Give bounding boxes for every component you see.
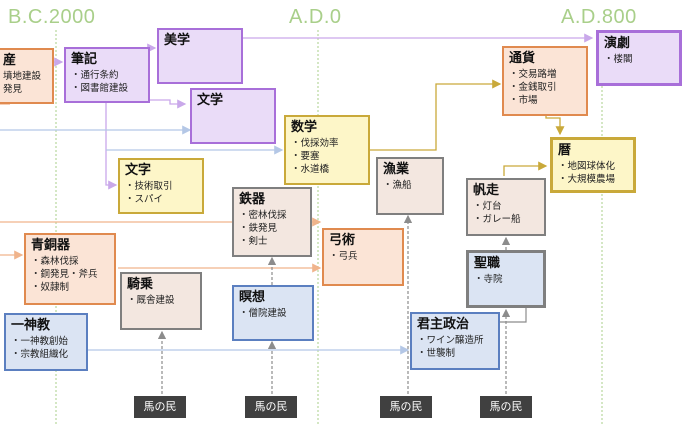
node-moji[interactable]: 文字 ・技術取引 ・スパイ [118,158,204,214]
node-item: ・一神教創始 [11,336,69,347]
node-item: ・市場 [509,95,538,106]
node-item: ・通行条約 [71,70,119,81]
node-title: 君主政治 [417,317,470,332]
tag-umanotami-2[interactable]: 馬の民 [245,396,297,418]
node-item: ・技術取引 [125,181,173,192]
node-kunshu[interactable]: 君主政治 ・ワイン醸造所 ・世襲制 [410,312,500,370]
node-item: ・宗教組織化 [11,349,69,360]
node-item: ・ワイン醸造所 [417,335,484,346]
node-title: 漁業 [383,162,410,177]
node-tsuka[interactable]: 通貨 ・交易路増 ・金銭取引 ・市場 [502,46,588,116]
node-item: 発見 [3,84,23,95]
node-title: 筆記 [71,52,98,67]
node-hanso[interactable]: 帆走 ・灯台 ・ガレー船 [466,178,546,236]
node-kijo[interactable]: 騎乗 ・厩舎建設 [120,272,202,330]
node-bigaku[interactable]: 美学 [157,28,243,84]
node-title: 産 [3,53,17,68]
node-item: ・灯台 [473,201,502,212]
node-item: ・鉄発見 [239,223,278,234]
node-title: 美学 [164,33,191,48]
node-item: ・交易路増 [509,69,557,80]
node-title: 弓術 [329,233,356,248]
node-item: ・銅発見・斧兵 [31,269,98,280]
node-item: ・厩舎建設 [127,295,175,306]
node-reki[interactable]: 暦 ・地図球体化 ・大規模農場 [550,137,636,193]
node-item: ・剣士 [239,236,268,247]
node-seishoku[interactable]: 聖職 ・寺院 [466,250,546,308]
node-gyogyo[interactable]: 漁業 ・漁船 [376,157,444,215]
node-item: ・要塞 [291,151,320,162]
node-kyujutsu[interactable]: 弓術 ・弓兵 [322,228,404,286]
node-title: 数学 [291,120,318,135]
node-title: 帆走 [473,183,500,198]
node-title: 暦 [558,143,572,158]
node-left-top[interactable]: 産 墳地建設 発見 [0,48,54,104]
node-title: 通貨 [509,51,536,66]
node-title: 文字 [125,163,152,178]
node-title: 演劇 [604,36,631,51]
node-item: ・伐採効率 [291,138,339,149]
node-tekki[interactable]: 鉄器 ・密林伐採 ・鉄発見 ・剣士 [232,187,312,257]
node-item: 墳地建設 [3,71,42,82]
node-title: 騎乗 [127,277,154,292]
node-item: ・寺院 [474,274,503,285]
node-item: ・世襲制 [417,348,456,359]
node-item: ・図書館建設 [71,83,129,94]
node-hikki[interactable]: 筆記 ・通行条約 ・図書館建設 [64,47,150,103]
node-item: ・奴隷制 [31,282,70,293]
node-item: ・密林伐採 [239,210,287,221]
era-label-ad0: A.D.0 [289,6,342,28]
node-sugaku[interactable]: 数学 ・伐採効率 ・要塞 ・水道橋 [284,115,370,185]
node-item: ・僧院建設 [239,308,287,319]
node-item: ・水道橋 [291,164,330,175]
node-item: ・弓兵 [329,251,358,262]
node-title: 瞑想 [239,290,266,305]
node-seido[interactable]: 青銅器 ・森林伐採 ・銅発見・斧兵 ・奴隷制 [24,233,116,305]
era-label-bc2000: B.C.2000 [8,6,96,28]
node-title: 文学 [197,93,224,108]
node-isshinkyo[interactable]: 一神教 ・一神教創始 ・宗教組織化 [4,313,88,371]
node-item: ・漁船 [383,180,412,191]
node-bungaku[interactable]: 文学 [190,88,276,144]
tag-umanotami-4[interactable]: 馬の民 [480,396,532,418]
node-title: 一神教 [11,318,51,333]
node-item: ・地図球体化 [558,161,616,172]
node-title: 青銅器 [31,238,71,253]
node-item: ・森林伐採 [31,256,79,267]
node-item: ・ガレー船 [473,214,521,225]
node-engeki[interactable]: 演劇 ・楼閣 [596,30,682,86]
node-item: ・スパイ [125,194,164,205]
tag-umanotami-3[interactable]: 馬の民 [380,396,432,418]
node-meiso[interactable]: 瞑想 ・僧院建設 [232,285,314,341]
era-label-ad800: A.D.800 [561,6,637,28]
node-item: ・楼閣 [604,54,633,65]
node-title: 鉄器 [239,192,266,207]
node-title: 聖職 [474,256,501,271]
tag-umanotami-1[interactable]: 馬の民 [134,396,186,418]
node-item: ・金銭取引 [509,82,557,93]
node-item: ・大規模農場 [558,174,616,185]
